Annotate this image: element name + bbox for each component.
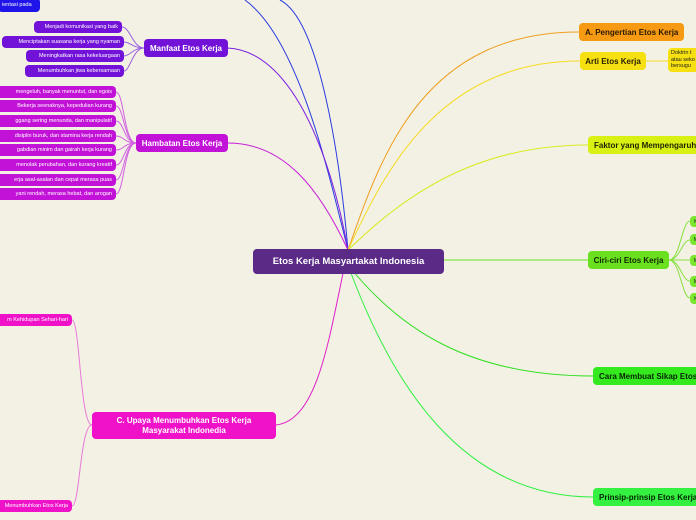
pengertian-topic[interactable]: A. Pengertian Etos Kerja [579, 23, 684, 41]
arti-desc-line: bersugu [671, 63, 691, 70]
hambatan-item[interactable]: menolak perubahan, dan kurang kreatif [0, 159, 116, 171]
hambatan-item[interactable]: Bekerja seenaknya, kepedulian kurang [0, 100, 116, 112]
ciri-item[interactable]: M [690, 276, 696, 287]
prinsip-topic[interactable]: Prinsip-prinsip Etos Kerja [593, 488, 696, 506]
hambatan-item[interactable]: yani rendah, merasa hebat, dan arogan [0, 188, 116, 200]
arti-desc-line: atau seko [671, 56, 695, 63]
manfaat-item[interactable]: Menumbuhkan jiwa kebersamaan [25, 65, 124, 77]
arti-desc-line: Doktrin t [671, 50, 692, 57]
arti-description[interactable]: Doktrin t atau seko bersugu [668, 48, 696, 72]
partial-topic-node[interactable]: ientasi pada [0, 0, 40, 12]
faktor-topic[interactable]: Faktor yang Mempengaruh [588, 136, 696, 154]
hambatan-item[interactable]: disiplin buruk, dan stamina kerja rendah [0, 130, 116, 142]
manfaat-item[interactable]: Menjadi komunikasi yang baik [34, 21, 122, 33]
ciri-item[interactable]: M [690, 234, 696, 245]
hambatan-topic[interactable]: Hambatan Etos Kerja [136, 134, 228, 152]
manfaat-topic[interactable]: Manfaat Etos Kerja [144, 39, 228, 57]
hambatan-item[interactable]: erja asal-asalan dan cepat merasa puas [0, 174, 116, 186]
ciri-item[interactable]: M [690, 255, 696, 266]
hambatan-item[interactable]: ggang sering menunda, dan manipulatif [0, 115, 116, 127]
upaya-item[interactable]: Menumbuhkan Etos Kerja [0, 500, 72, 512]
arti-topic[interactable]: Arti Etos Kerja [580, 52, 646, 70]
upaya-topic[interactable]: C. Upaya Menumbuhkan Etos Kerja Masyarak… [92, 412, 276, 439]
upaya-item[interactable]: m Kehidupan Sehari-hari [0, 314, 72, 326]
ciri-item[interactable]: K [690, 293, 696, 304]
ciri-topic[interactable]: Ciri-ciri Etos Kerja [588, 251, 669, 269]
hambatan-item[interactable]: mengeluh, banyak menuntut, dan egois [0, 86, 116, 98]
manfaat-item[interactable]: Meningkatkan rasa kekeluargaan [26, 50, 124, 62]
hambatan-item[interactable]: gabdian minim dan gairah kerja kurang [0, 144, 116, 156]
root-node[interactable]: Etos Kerja Masyartakat Indonesia [253, 249, 444, 274]
manfaat-item[interactable]: Menciptakan suasana kerja yang nyaman [2, 36, 124, 48]
cara-topic[interactable]: Cara Membuat Sikap Etos [593, 367, 696, 385]
ciri-item[interactable]: K [690, 216, 696, 227]
